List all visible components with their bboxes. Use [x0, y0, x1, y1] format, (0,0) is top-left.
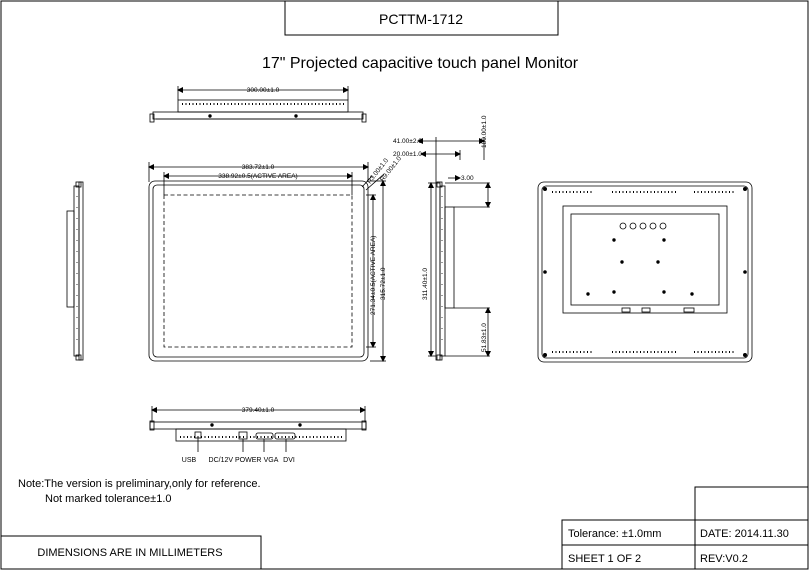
dim-outer-height: 315.72±1.0	[380, 267, 387, 300]
dim-depth-total: 41.00±2.0	[393, 138, 422, 145]
port-vga-label: VGA	[264, 457, 279, 464]
bottom-view	[149, 406, 367, 452]
model-box	[284, 0, 559, 36]
title-block	[0, 486, 809, 570]
dim-top-width: 300.00±1.0	[247, 87, 280, 94]
dim-active-height: 271.34±0.5(ACTIVE AREA)	[370, 236, 377, 315]
drawing-title: 17" Projected capacitive touch panel Mon…	[262, 55, 579, 72]
model-number: PCTTM-1712	[379, 11, 463, 27]
date-field: DATE: 2014.11.30	[700, 528, 789, 540]
dim-depth-body: 20.00±1.0	[393, 151, 422, 158]
port-dvi-label: DVI	[283, 457, 295, 464]
dim-outer-width: 383.72±1.0	[242, 164, 275, 171]
port-power-label: DC/12V POWER	[209, 457, 262, 464]
note-line-1: Note:The version is preliminary,only for…	[18, 478, 261, 490]
dim-depth-bezel: 3.00	[461, 175, 474, 182]
note-line-2: Not marked tolerance±1.0	[45, 493, 172, 505]
right-side-view	[417, 137, 491, 361]
units-note: DIMENSIONS ARE IN MILLIMETERS	[37, 547, 222, 559]
revision-field: REV:V0.2	[700, 553, 748, 565]
dim-side-height-total: 180.00±1.0	[481, 115, 488, 148]
top-view	[149, 86, 367, 123]
sheet-field: SHEET 1 OF 2	[568, 553, 641, 565]
dim-active-width: 338.92±0.5(ACTIVE AREA)	[218, 173, 297, 180]
rear-view	[537, 181, 753, 363]
tolerance-field: Tolerance: ±1.0mm	[568, 528, 661, 540]
dim-bottom-width: 379.40±1.0	[242, 407, 275, 414]
dim-side-height: 311.40±1.0	[422, 268, 429, 300]
port-usb-label: USB	[182, 457, 197, 464]
left-side-view	[66, 181, 84, 361]
dim-side-offset: 51.83±1.0	[481, 323, 488, 352]
front-view	[148, 162, 386, 362]
